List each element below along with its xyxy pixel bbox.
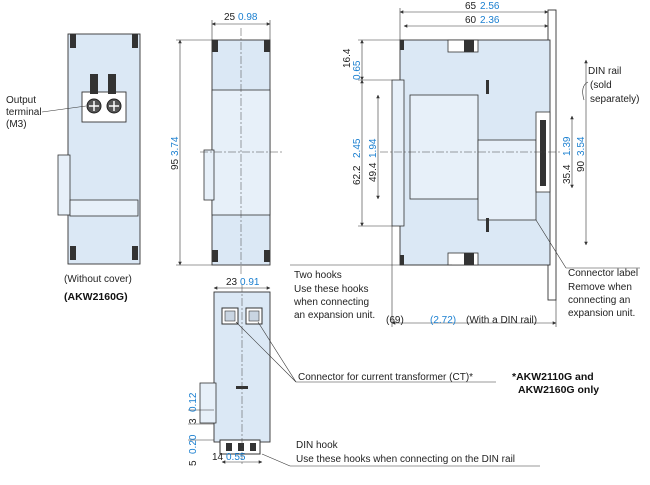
output-terminal-leader [41,105,87,113]
side-depth-mm: (69) [386,315,404,326]
side-slot-1 [486,80,489,94]
connector-label-text-2: connecting an [568,295,630,306]
side-h3-mm: 35.4 [562,164,573,184]
output-terminal-label-1: Output [6,95,36,106]
front-clip-tl [212,40,218,52]
front-height-mm: 95 [170,158,181,170]
din-hook-title: DIN hook [296,440,339,451]
left-view-body [67,33,141,265]
terminal-post-left [90,74,98,94]
screw-cross-right [109,101,119,111]
hook-bottom-dark [464,253,474,265]
left-view: Output terminal (M3) (Without cover) (AK… [6,33,141,303]
side-h3-in: 1.39 [562,136,573,156]
side-clip-bl [400,255,404,265]
front-width-in: 0.98 [238,12,258,23]
left-view-bottom-clip-right [132,246,138,260]
side-inner-width-mm: 60 [465,15,477,26]
left-view-top-clip-left [70,34,76,48]
ct-leader-1 [235,321,297,383]
connector-label-leader [535,219,567,269]
bottom-dim5-in: 0.20 [188,434,199,454]
side-h4-mm: 90 [576,160,587,172]
side-width-in: 2.56 [480,1,500,12]
side-depth-in: (2.72) [430,315,456,326]
side-h4-in: 3.54 [576,136,587,156]
two-hooks-title: Two hooks [294,270,342,281]
side-inner-width-in: 2.36 [480,15,500,26]
side-depth-note: (With a DIN rail) [466,315,537,326]
footnote-2: AKW2160G only [518,384,599,396]
connector-label-title: Connector label [568,268,638,279]
bottom-dim14-mm: 14 [212,452,224,463]
din-clip [540,120,546,186]
screw-cross-left [89,101,99,111]
bottom-dim5-mm: 5 [188,460,199,466]
ct-connector-label: Connector for current transformer (CT)* [298,372,473,383]
side-top-mm: 16.4 [342,48,353,68]
ct-leader-2 [257,321,297,383]
front-view: 25 0.98 95 3.74 [170,12,282,275]
bottom-dim14-in: 0.55 [226,452,246,463]
footnote-1: *AKW2110G and [512,371,594,383]
left-view-top-clip-right [132,34,138,48]
connector-label-area [477,139,537,221]
din-rail-note-3: separately) [590,94,639,105]
side-h1-mm: 62.2 [352,165,363,185]
front-clip-br [264,250,270,262]
bottom-dim3-mm: 3 [188,418,199,424]
front-height-in: 3.74 [170,136,181,156]
din-hook-part-2 [238,443,244,451]
side-h2-mm: 49.4 [368,162,379,182]
two-hooks-text-3: an expansion unit. [294,310,375,321]
hook-top-dark [464,40,474,52]
din-hook-text: Use these hooks when connecting on the D… [296,454,515,465]
side-view: 65 2.56 60 2.36 16.4 0.65 62.2 2.45 49.4… [290,1,640,327]
output-terminal-label-3: (M3) [6,119,27,130]
two-hooks-text-1: Use these hooks [294,284,369,295]
without-cover-label: (Without cover) [64,274,132,285]
front-clip-bl [212,250,218,262]
din-rail-note-bracket [582,81,589,101]
ct-pin-right [248,310,260,322]
bottom-view-side-tab [199,382,217,424]
din-hook-leader [261,453,291,467]
front-view-side-tab [203,149,215,201]
side-slot-2 [486,218,489,232]
side-view-front-panel [409,94,479,200]
ct-pin-left [224,310,236,322]
front-clip-tr [264,40,270,52]
side-view-front-step [391,79,405,227]
side-top-in: 0.65 [352,60,363,80]
left-view-bottom-clip-left [70,246,76,260]
side-width-mm: 65 [465,1,477,12]
two-hooks-text-2: when connecting [293,297,369,308]
model-label: (AKW2160G) [64,291,128,303]
bottom-view: 23 0.91 3 0.12 5 0.20 14 0.55 Connector … [188,277,599,467]
side-h1-in: 2.45 [352,138,363,158]
side-h2-in: 1.94 [368,138,379,158]
bottom-dim3-in: 0.12 [188,392,199,412]
terminal-post-right [108,74,116,94]
bottom-width-mm: 23 [226,277,238,288]
din-rail-note-1: DIN rail [588,66,621,77]
left-view-side-tab [57,154,71,216]
connector-label-text-1: Remove when [568,282,632,293]
din-rail-note-2: (sold [590,80,612,91]
bottom-width-in: 0.91 [240,277,260,288]
din-hook-part-1 [226,443,232,451]
din-hook-part-3 [250,443,256,451]
side-clip-tl [400,40,404,50]
connector-label-text-3: expansion unit. [568,308,635,319]
front-width-mm: 25 [224,12,236,23]
left-view-lower-band [69,199,139,217]
output-terminal-label-2: terminal [6,107,42,118]
